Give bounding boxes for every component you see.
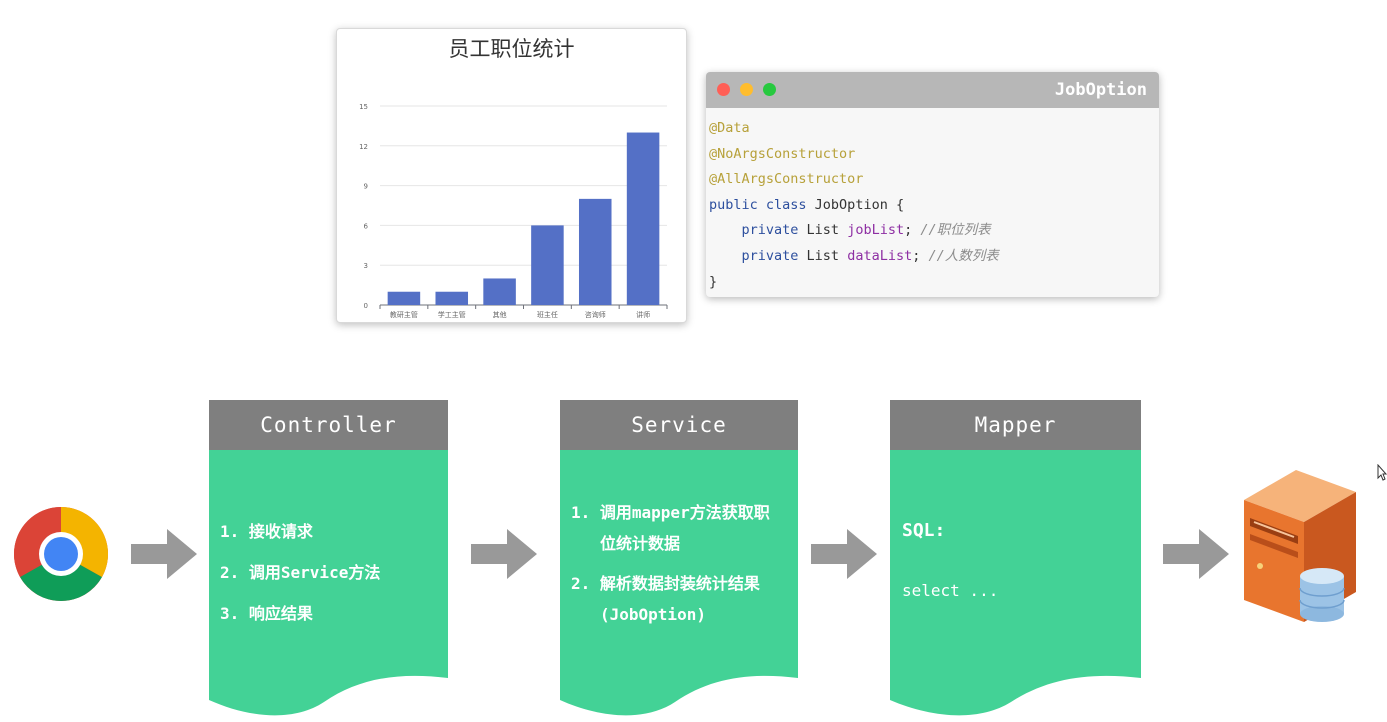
close-dot-icon <box>717 83 730 96</box>
bar <box>531 225 564 305</box>
sql-text: select ... <box>902 581 999 600</box>
mapper-title: Mapper <box>890 400 1141 450</box>
controller-title: Controller <box>209 400 448 450</box>
code-line-1: @Data <box>709 120 750 136</box>
code-window-titlebar: JobOption <box>706 72 1159 108</box>
x-tick-label: 班主任 <box>537 310 558 319</box>
code-text: JobOption { <box>806 196 905 213</box>
arrow-right-icon <box>811 529 877 579</box>
controller-item: 3. 响应结果 <box>220 604 313 623</box>
code-comment: //人数列表 <box>928 247 999 264</box>
code-semicolon: ; <box>912 247 929 264</box>
x-tick-label: 学工主管 <box>438 310 466 319</box>
x-tick-label: 教研主管 <box>390 310 418 319</box>
arrow-right-icon <box>131 529 197 579</box>
mouse-cursor-icon <box>1377 464 1387 481</box>
bar <box>626 132 660 305</box>
y-tick-label: 3 <box>364 262 368 270</box>
service-body: 1. 调用mapper方法获取职 位统计数据 2. 解析数据封装统计结果 (Jo… <box>560 450 798 722</box>
controller-item: 2. 调用Service方法 <box>220 563 381 582</box>
code-line-5: private List jobList; //职位列表 <box>709 218 1159 244</box>
service-item: 2. 解析数据封装统计结果 <box>571 574 760 593</box>
chrome-icon <box>13 507 109 602</box>
x-tick-label: 其他 <box>493 310 507 319</box>
minimize-dot-icon <box>740 83 753 96</box>
x-tick-label: 讲师 <box>636 310 650 319</box>
code-field: jobList <box>847 222 905 239</box>
code-line-3: @AllArgsConstructor <box>709 171 864 188</box>
service-item: 位统计数据 <box>600 534 681 553</box>
controller-body: 1. 接收请求 2. 调用Service方法 3. 响应结果 <box>209 450 448 722</box>
y-tick-label: 12 <box>359 143 368 151</box>
maximize-dot-icon <box>763 83 776 96</box>
arrow-right-icon <box>1163 529 1229 579</box>
mapper-body: SQL: select ... <box>890 450 1141 722</box>
controller-panel <box>209 450 448 716</box>
mapper-panel <box>890 450 1141 716</box>
bar <box>578 198 612 305</box>
bar-chart: 0 3 6 9 12 15 教研主管 学工主管 其他 班主任 咨询师 讲师 <box>359 103 668 319</box>
bar <box>435 291 469 305</box>
y-tick-label: 6 <box>364 222 369 230</box>
bar <box>387 291 421 305</box>
code-window-title: JobOption <box>1054 80 1147 100</box>
arrow-right-icon <box>471 529 537 579</box>
chart-title: 员工职位统计 <box>448 37 575 61</box>
sql-label: SQL: <box>902 520 946 541</box>
x-tick-label: 咨询师 <box>585 310 606 319</box>
code-line-4: public class JobOption { <box>709 193 1159 219</box>
code-semicolon: ; <box>904 222 921 239</box>
code-line-2: @NoArgsConstructor <box>709 145 856 162</box>
service-item: (JobOption) <box>600 605 706 624</box>
server-database-icon <box>1244 470 1356 622</box>
code-line-6: private List dataList; //人数列表 <box>709 244 1159 270</box>
code-type: List <box>798 247 848 264</box>
y-tick-label: 9 <box>364 183 368 191</box>
service-item: 1. 调用mapper方法获取职 <box>571 503 770 522</box>
chart-card: 员工职位统计 0 3 6 9 12 15 教研主管 学工主管 其他 班主任 咨询师 讲师 <box>336 28 687 323</box>
code-line-7: } <box>709 273 718 290</box>
controller-item: 1. 接收请求 <box>220 522 313 541</box>
code-window: JobOption @Data @NoArgsConstructor @AllA… <box>706 72 1159 297</box>
service-panel <box>560 450 798 716</box>
code-keyword: public class <box>709 196 807 213</box>
code-comment: //职位列表 <box>920 222 991 239</box>
code-body: @Data @NoArgsConstructor @AllArgsConstru… <box>706 108 1159 295</box>
bar <box>483 278 516 305</box>
code-field: dataList <box>847 247 913 264</box>
service-title: Service <box>560 400 798 450</box>
y-tick-label: 15 <box>359 103 368 111</box>
code-type: List <box>798 222 848 239</box>
y-tick-label: 0 <box>364 302 368 310</box>
code-keyword: private <box>741 222 799 239</box>
code-keyword: private <box>741 247 799 264</box>
